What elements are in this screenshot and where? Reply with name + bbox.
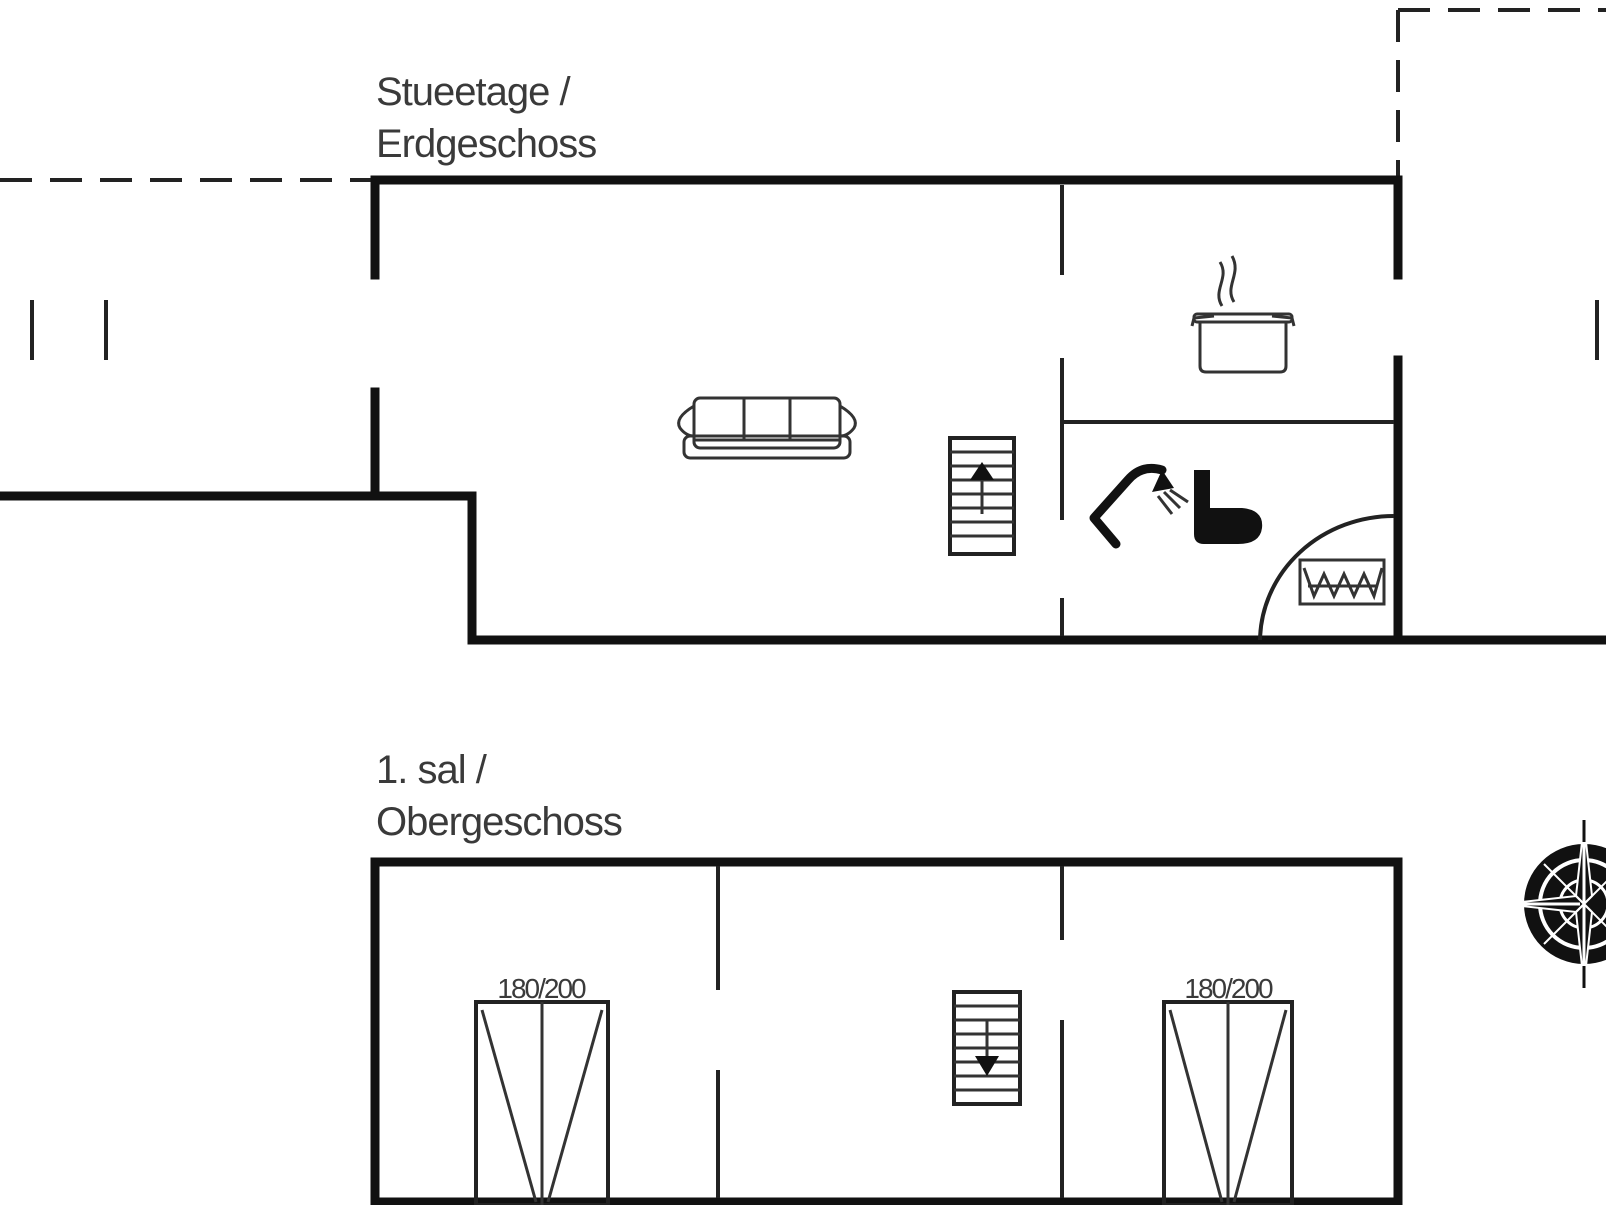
bathroom-door-swing xyxy=(1258,514,1395,641)
ground-floor-label: Stueetage / Erdgeschoss xyxy=(376,66,597,170)
toilet-icon xyxy=(1194,470,1263,544)
cooking-pot-icon xyxy=(1190,255,1296,374)
upper-floor-walls xyxy=(370,857,1403,1205)
ground-floor-plan xyxy=(0,8,1606,645)
ground-floor-walls xyxy=(0,175,1606,645)
terrace-posts xyxy=(30,300,1599,360)
compass-rose-icon xyxy=(1500,820,1606,988)
upper-floor-label: 1. sal / Obergeschoss xyxy=(376,744,623,848)
upper-floor-label-line2: Obergeschoss xyxy=(376,800,623,844)
ground-floor-label-line1: Stueetage / xyxy=(376,70,571,114)
upper-floor-partitions xyxy=(716,866,1064,1198)
stairs-down-icon xyxy=(952,990,1022,1106)
double-bed-icon xyxy=(474,1000,610,1205)
ground-floor-partitions xyxy=(1060,185,1394,636)
bed-dimensions-label: 180/200 xyxy=(1184,973,1273,1004)
shower-icon xyxy=(1089,463,1189,549)
bed-dimensions-label: 180/200 xyxy=(497,973,586,1004)
upper-floor-plan: 180/200 180/200 xyxy=(370,820,1606,1205)
sofa-icon xyxy=(677,396,857,460)
upper-floor-label-line1: 1. sal / xyxy=(376,748,487,792)
ground-floor-label-line2: Erdgeschoss xyxy=(376,122,597,166)
terrace-outline xyxy=(0,8,1606,182)
double-bed-icon xyxy=(1162,1000,1294,1205)
washing-symbol-icon xyxy=(1298,558,1386,606)
stairs-up-icon xyxy=(948,436,1016,556)
